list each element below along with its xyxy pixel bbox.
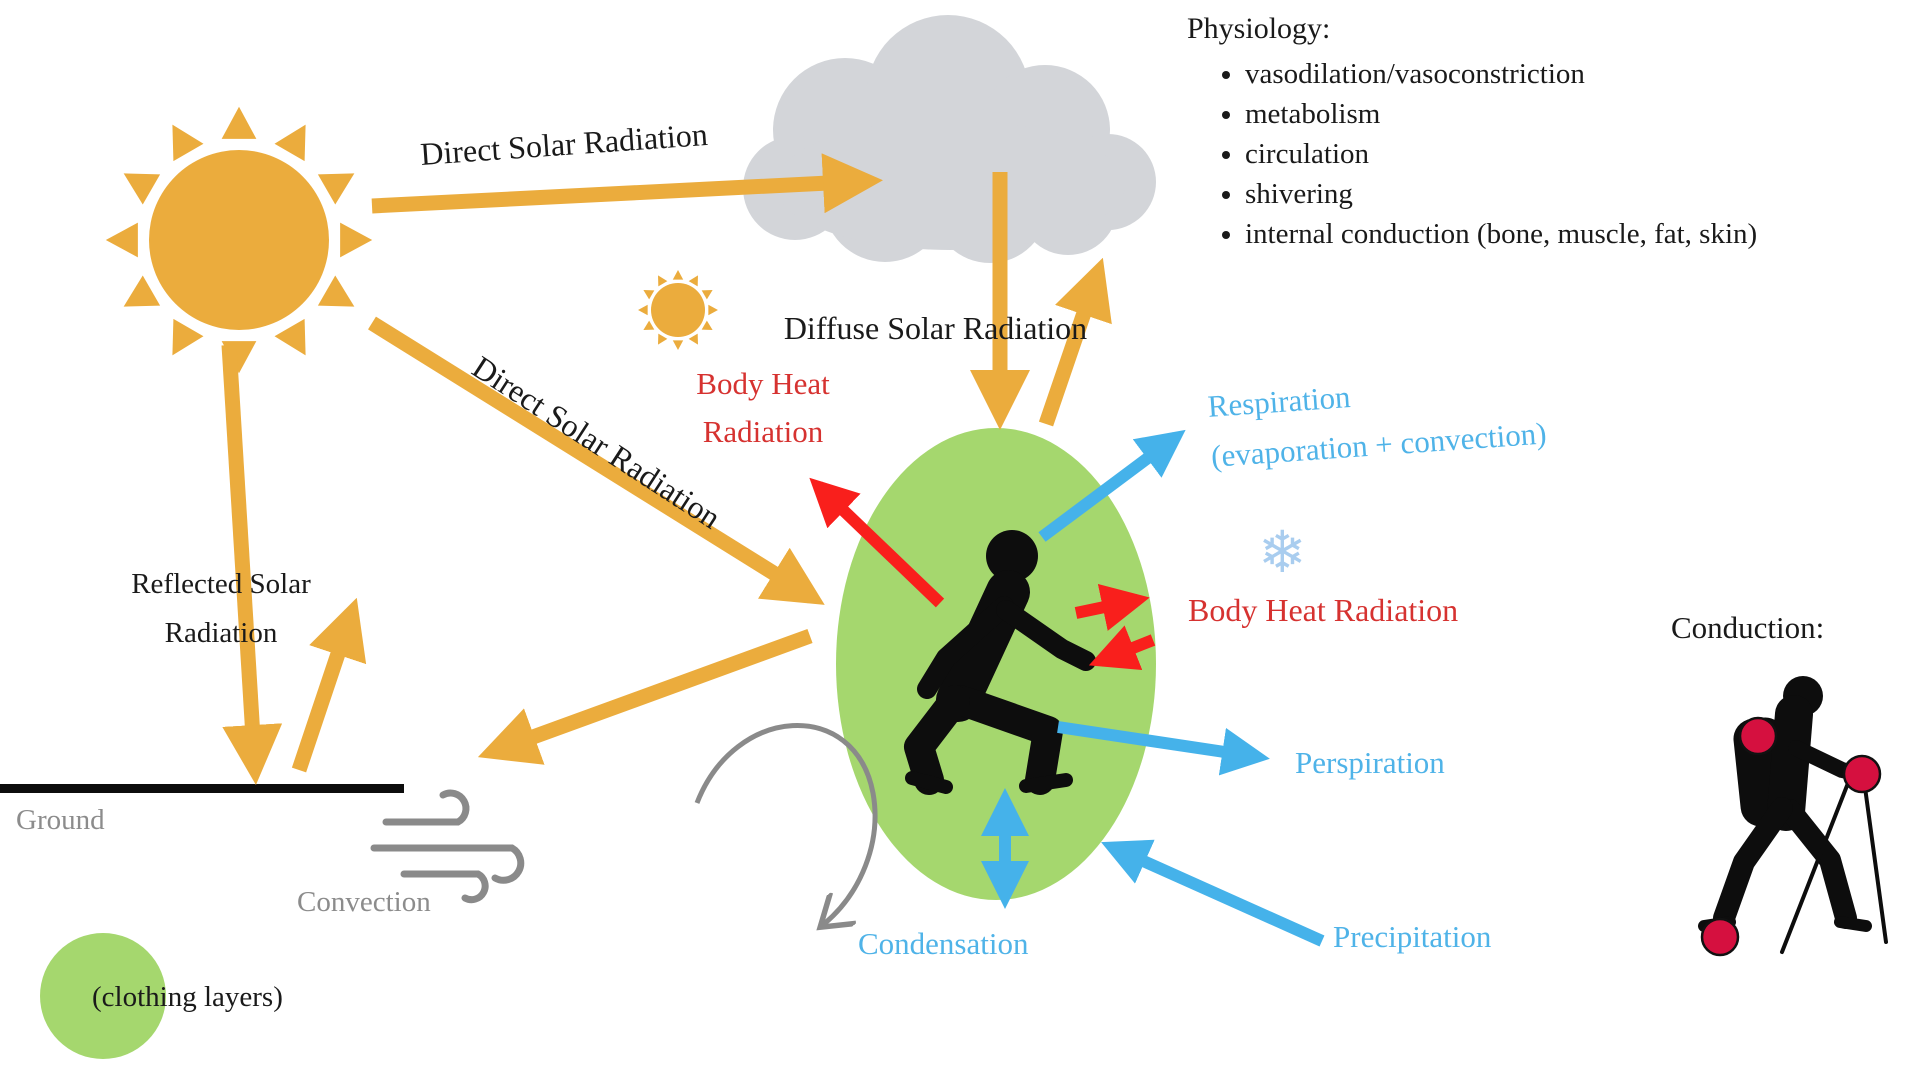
wind-icon [370, 789, 525, 904]
conduction-label: Conduction: [1671, 610, 1825, 645]
direct-solar-arrow-diagonal [368, 316, 825, 605]
diffuse-solar-radiation-label: Diffuse Solar Radiation [783, 310, 1088, 346]
body-heat-arrows [809, 477, 1156, 671]
perspiration-label: Perspiration [1295, 745, 1445, 780]
reflected-down-arrow [221, 344, 283, 785]
cloud-icon [743, 15, 1156, 263]
physiology-item: vasodilation/vasoconstriction [1245, 54, 1800, 94]
condensation-label: Condensation [858, 926, 1029, 961]
perspiration-arrow [1057, 721, 1270, 776]
snowflake-icon: ❄ [1258, 520, 1307, 585]
solar-arrows [221, 153, 1112, 785]
moisture-arrows [981, 429, 1325, 947]
reflected-to-ground-arrow [477, 628, 813, 765]
convection-label: Convection [297, 886, 431, 918]
physiology-item: internal conduction (bone, muscle, fat, … [1245, 214, 1800, 254]
physiology-list: Physiology: vasodilation/vasoconstrictio… [1187, 12, 1827, 254]
convection-curved-arrow [694, 723, 878, 924]
hiker-icon [1698, 676, 1888, 957]
body-heat-radiation-right-label: Body Heat Radiation [1188, 592, 1459, 628]
precipitation-arrow [1101, 839, 1325, 947]
body-heat-radiation-left-label: Body Heat Radiation [663, 360, 863, 456]
ground-label: Ground [16, 804, 105, 836]
diffuse-up-arrow [1038, 257, 1112, 427]
body-heat-arrow-return [1088, 625, 1156, 671]
walking-person-icon [904, 530, 1096, 795]
physiology-item: shivering [1245, 174, 1800, 214]
small-sun-icon [638, 270, 718, 350]
physiology-item: metabolism [1245, 94, 1800, 134]
body-heat-arrow-right [1074, 583, 1150, 631]
reflected-up-arrow [291, 597, 367, 773]
reflected-line1: Reflected Solar [131, 568, 311, 600]
body-heat-line2: Radiation [702, 414, 824, 450]
physiology-items: vasodilation/vasoconstriction metabolism… [1187, 54, 1800, 254]
precipitation-label: Precipitation [1333, 919, 1492, 954]
direct-solar-arrow-top [371, 153, 883, 214]
reflected-solar-radiation-label: Reflected Solar Radiation [111, 560, 331, 659]
respiration-arrow [1038, 429, 1186, 542]
reflected-line2: Radiation [164, 617, 278, 650]
sun-icon [105, 106, 373, 374]
body-heat-line1: Body Heat [696, 366, 830, 401]
physiology-item: circulation [1245, 134, 1800, 174]
body-heat-arrow-upleft [809, 477, 945, 608]
ground-line [0, 784, 404, 793]
clothing-layers-label: (clothing layers) [92, 981, 283, 1013]
physiology-title: Physiology: [1187, 12, 1331, 45]
conduction-contact-dots [1700, 716, 1882, 957]
clothing-layers-circle [40, 933, 166, 1059]
